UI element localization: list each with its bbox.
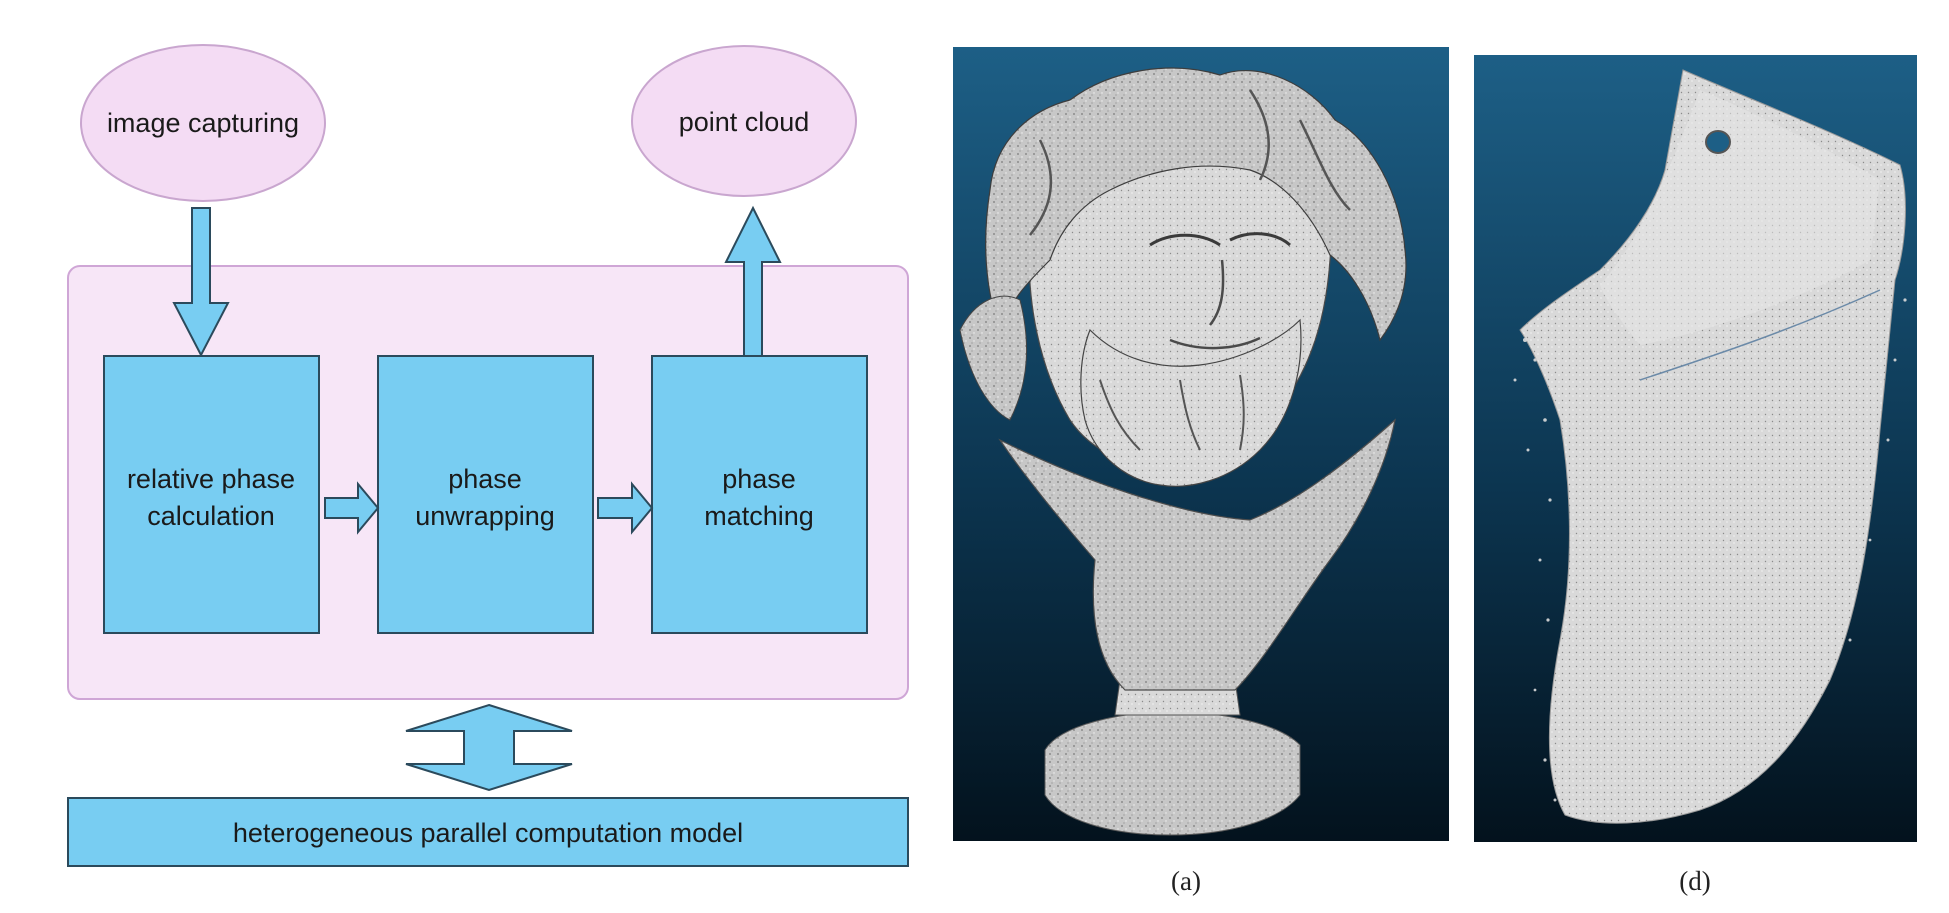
computation-model-label: heterogeneous parallel computation model	[233, 818, 743, 848]
phase-matching-label-line2: matching	[704, 501, 814, 531]
flow-diagram: image capturing point cloud relative pha…	[67, 44, 909, 867]
computation-model-box	[67, 797, 909, 867]
image-capturing-label: image capturing	[107, 108, 299, 138]
point-cloud-node	[631, 45, 857, 197]
shoe-last-point-cloud-image	[1513, 69, 1907, 824]
relative-phase-label-line1: relative phase	[127, 464, 295, 494]
point-cloud-label: point cloud	[679, 107, 810, 137]
arrow-unwrapping-to-matching	[597, 481, 654, 535]
panel-d	[1474, 55, 1917, 842]
caption-a: (a)	[1171, 866, 1201, 896]
bust-point-cloud-image	[959, 67, 1407, 836]
arrow-matching-to-cloud	[724, 205, 782, 357]
relative-phase-label-line2: calculation	[147, 501, 275, 531]
arrow-capture-to-phase	[172, 207, 230, 358]
phase-unwrapping-label-line1: phase	[448, 464, 522, 494]
hole-marker	[1705, 130, 1731, 154]
phase-matching-box	[651, 355, 868, 634]
phase-matching-label-line1: phase	[722, 464, 796, 494]
image-capturing-node	[80, 44, 326, 202]
arrow-bidirectional	[405, 703, 573, 792]
phase-unwrapping-label-line2: unwrapping	[415, 501, 555, 531]
phase-unwrapping-box	[377, 355, 594, 634]
arrow-relative-to-unwrapping	[324, 481, 380, 535]
panel-a	[953, 47, 1449, 841]
relative-phase-box	[103, 355, 320, 634]
caption-d: (d)	[1679, 866, 1710, 896]
